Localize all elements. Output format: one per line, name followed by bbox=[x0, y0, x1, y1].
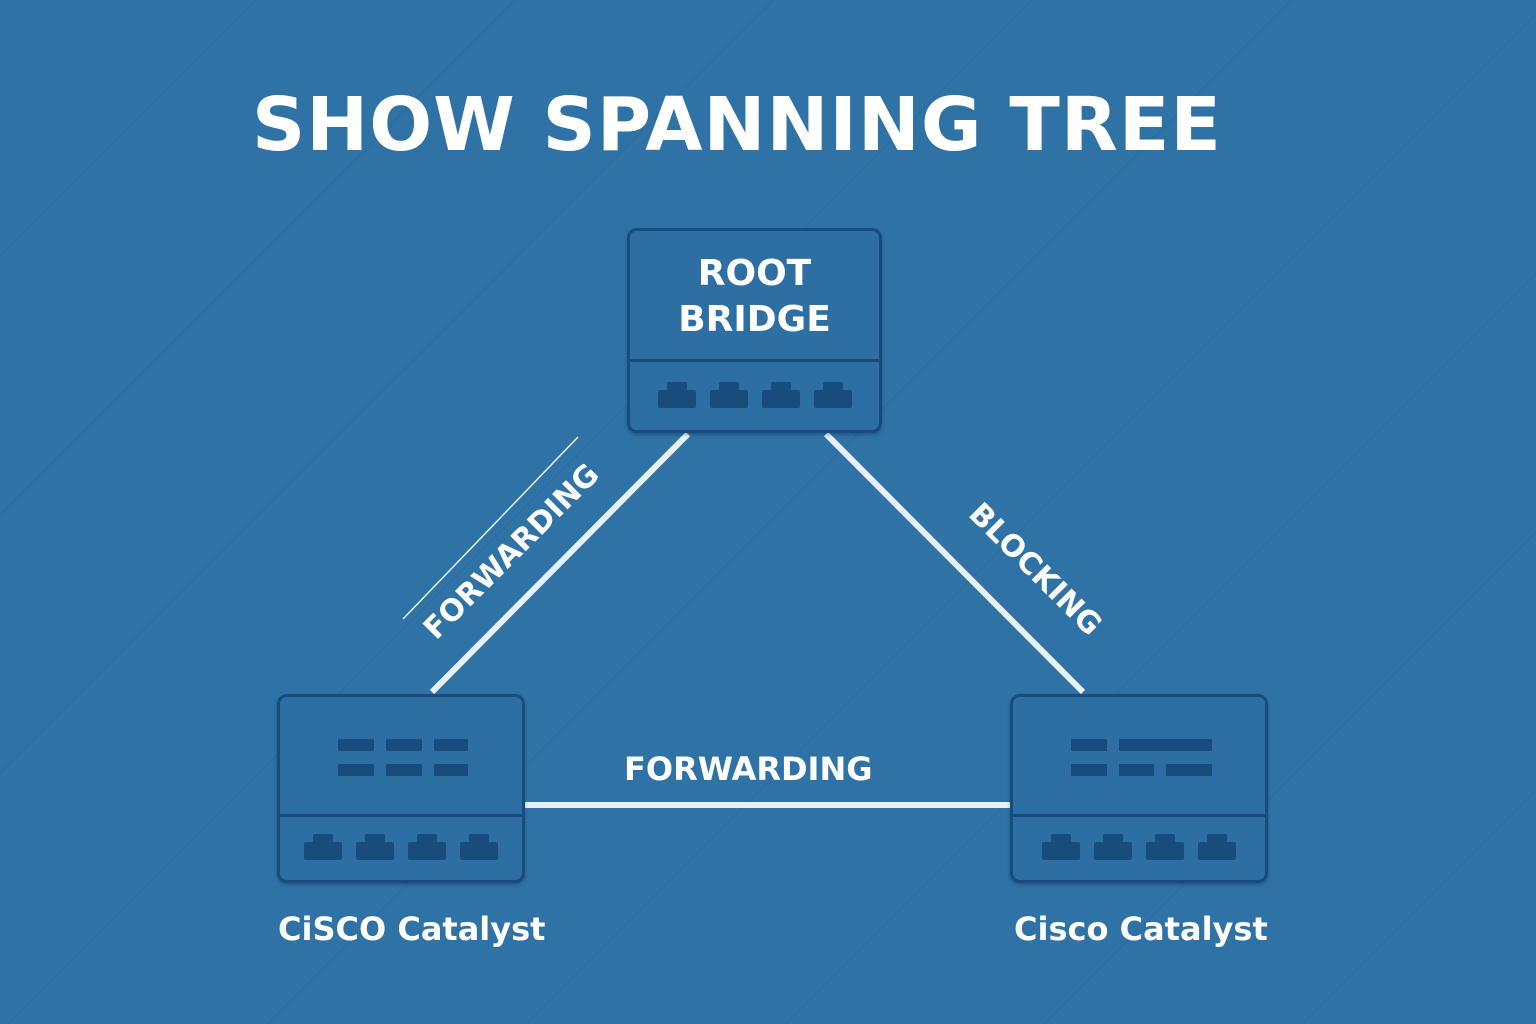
ethernet-port-icon bbox=[657, 381, 696, 408]
link-root-left bbox=[429, 431, 691, 695]
ethernet-port-icon bbox=[761, 381, 800, 408]
ethernet-port-icon bbox=[408, 834, 446, 860]
root-bridge-label: ROOT BRIDGE bbox=[630, 251, 879, 343]
page-title: SHOW SPANNING TREE bbox=[252, 82, 1222, 168]
ethernet-port-icon bbox=[1198, 834, 1236, 860]
ethernet-port-icon bbox=[304, 834, 342, 860]
root-label-line2: BRIDGE bbox=[678, 299, 831, 340]
link-left-right-state: FORWARDING bbox=[624, 750, 873, 788]
ethernet-port-icon bbox=[1146, 834, 1184, 860]
ethernet-port-icon bbox=[813, 381, 852, 408]
left-switch[interactable] bbox=[277, 694, 525, 883]
right-switch-ports bbox=[1013, 814, 1265, 880]
root-label-line1: ROOT bbox=[697, 253, 812, 294]
status-lights-icon bbox=[1071, 739, 1212, 776]
ethernet-port-icon bbox=[460, 834, 498, 860]
ethernet-port-icon bbox=[1094, 834, 1132, 860]
root-bridge-panel: ROOT BRIDGE bbox=[630, 231, 879, 362]
status-lights-icon bbox=[338, 739, 468, 776]
root-bridge-switch[interactable]: ROOT BRIDGE bbox=[627, 228, 882, 433]
right-switch-label: Cisco Catalyst bbox=[1014, 910, 1268, 948]
ethernet-port-icon bbox=[709, 381, 748, 408]
right-switch-panel bbox=[1013, 697, 1265, 817]
link-root-right bbox=[823, 431, 1086, 695]
left-switch-label: CiSCO Catalyst bbox=[278, 910, 546, 948]
left-switch-ports bbox=[280, 814, 522, 880]
left-switch-panel bbox=[280, 697, 522, 817]
ethernet-port-icon bbox=[356, 834, 394, 860]
right-switch[interactable] bbox=[1010, 694, 1268, 883]
decorative-accent-line bbox=[402, 436, 579, 620]
ethernet-port-icon bbox=[1042, 834, 1080, 860]
root-bridge-ports bbox=[630, 359, 879, 430]
